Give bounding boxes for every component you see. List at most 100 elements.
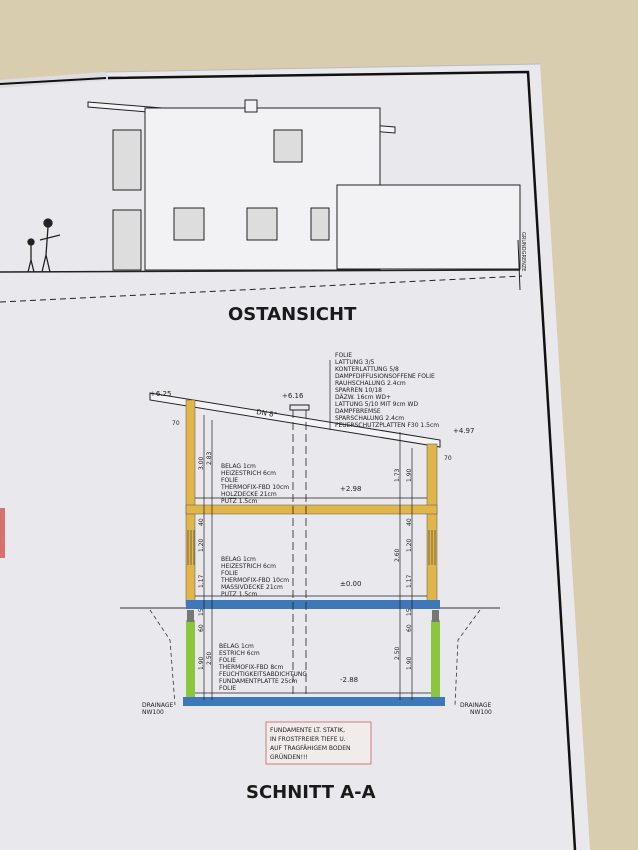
- level-label: -2.88: [340, 676, 358, 684]
- svg-text:2.50: 2.50: [394, 646, 401, 660]
- svg-text:NW100: NW100: [142, 709, 164, 716]
- svg-text:2.50: 2.50: [206, 651, 213, 665]
- svg-text:1.90: 1.90: [406, 656, 413, 670]
- svg-text:LATTUNG 3/5: LATTUNG 3/5: [335, 359, 375, 366]
- svg-text:15: 15: [198, 608, 205, 616]
- svg-text:15: 15: [406, 608, 413, 616]
- drainage-right-label: DRAINAGE NW100: [460, 702, 492, 716]
- svg-text:DRAINAGE: DRAINAGE: [142, 702, 174, 709]
- level-label: +2.98: [340, 485, 361, 493]
- svg-text:HEIZESTRICH 6cm: HEIZESTRICH 6cm: [221, 470, 276, 477]
- garage-block: [336, 184, 521, 270]
- svg-text:2.83: 2.83: [206, 451, 213, 465]
- svg-text:KONTERLATTUNG 5/8: KONTERLATTUNG 5/8: [335, 366, 399, 373]
- svg-text:AUF TRAGFÄHIGEM BODEN: AUF TRAGFÄHIGEM BODEN: [270, 745, 351, 752]
- window: [310, 207, 330, 241]
- boundary-line: [517, 239, 521, 291]
- svg-text:FEUERSCHUTZPLATTEN F30 1.5cm: FEUERSCHUTZPLATTEN F30 1.5cm: [335, 422, 439, 429]
- svg-text:DRAINAGE: DRAINAGE: [460, 702, 492, 709]
- svg-text:1.17: 1.17: [406, 574, 413, 588]
- svg-text:MASSIVDECKE 21cm: MASSIVDECKE 21cm: [221, 584, 283, 591]
- level-label: +6.25: [150, 390, 171, 398]
- svg-text:PUTZ 1.5cm: PUTZ 1.5cm: [221, 498, 258, 505]
- svg-text:PUTZ 1.5cm: PUTZ 1.5cm: [221, 591, 258, 598]
- scale-figures-icon: [27, 218, 61, 273]
- svg-text:BELAG 1cm: BELAG 1cm: [221, 556, 256, 563]
- ground-floor-build-up-note: BELAG 1cm HEIZESTRICH 6cm FOLIE THERMOFI…: [220, 556, 289, 598]
- svg-text:FEUCHTIGKEITSABDICHTUNG: FEUCHTIGKEITSABDICHTUNG: [219, 671, 307, 678]
- dimensions-left: 3.00 2.83 40 1.20 1.17 15 60 1.90 2.50 7…: [172, 420, 213, 670]
- svg-text:1.90: 1.90: [198, 656, 205, 670]
- svg-text:GRÜNDEN!!!: GRÜNDEN!!!: [270, 754, 308, 761]
- svg-text:FOLIE: FOLIE: [221, 570, 238, 577]
- chimney: [244, 99, 258, 113]
- svg-text:FOLIE: FOLIE: [219, 657, 236, 664]
- section-a-a: [120, 360, 500, 706]
- svg-text:DAMPFBREMSE: DAMPFBREMSE: [335, 408, 381, 415]
- svg-text:HOLZDECKE 21cm: HOLZDECKE 21cm: [221, 491, 277, 498]
- roof-build-up-note: FOLIE LATTUNG 3/5 KONTERLATTUNG 5/8 DAMP…: [335, 352, 439, 429]
- svg-text:SPARSCHALUNG 2.4cm: SPARSCHALUNG 2.4cm: [335, 415, 404, 422]
- svg-text:NW100: NW100: [470, 709, 492, 716]
- red-mark: [0, 508, 5, 558]
- drainage-left-label: DRAINAGE NW100: [142, 702, 174, 716]
- foundation-note-box: [265, 721, 372, 765]
- window: [273, 129, 303, 163]
- upper-floor-build-up-note: BELAG 1cm HEIZESTRICH 6cm FOLIE THERMOFI…: [220, 463, 289, 505]
- basement-wall-right: [431, 620, 440, 698]
- svg-text:70: 70: [444, 455, 452, 462]
- level-label: ±0.00: [340, 580, 361, 588]
- svg-text:1.20: 1.20: [198, 538, 205, 552]
- east-elevation: [0, 99, 523, 303]
- svg-text:40: 40: [406, 518, 413, 526]
- svg-text:1.73: 1.73: [394, 468, 401, 482]
- svg-text:2.60: 2.60: [394, 548, 401, 562]
- ground-line: [0, 269, 521, 273]
- svg-text:IN FROSTFREIER TIEFE U.: IN FROSTFREIER TIEFE U.: [270, 736, 346, 743]
- svg-text:RAUHSCHALUNG 2.4cm: RAUHSCHALUNG 2.4cm: [335, 380, 406, 387]
- window: [246, 207, 278, 241]
- roof-pitch: DN 8°: [256, 408, 278, 419]
- basement-wall-left: [186, 620, 195, 698]
- svg-text:FOLIE: FOLIE: [219, 685, 236, 692]
- upper-wall-right: [426, 443, 438, 605]
- upper-wall-left: [185, 399, 196, 606]
- svg-text:FOLIE: FOLIE: [221, 477, 238, 484]
- svg-text:THERMOFIX-FBD 10cm: THERMOFIX-FBD 10cm: [220, 484, 289, 491]
- svg-text:FUNDAMENTPLATTE 25cm: FUNDAMENTPLATTE 25cm: [219, 678, 298, 685]
- svg-text:BELAG 1cm: BELAG 1cm: [219, 643, 254, 650]
- svg-text:FUNDAMENTE LT. STATIK,: FUNDAMENTE LT. STATIK,: [270, 727, 345, 734]
- svg-text:FOLIE: FOLIE: [335, 352, 352, 359]
- svg-text:DAMPFDIFFUSIONSOFFENE FOLIE: DAMPFDIFFUSIONSOFFENE FOLIE: [335, 373, 435, 380]
- roof-slab: [149, 392, 441, 448]
- basement-build-up-note: BELAG 1cm ESTRICH 6cm FOLIE THERMOFIX-FB…: [218, 643, 307, 692]
- level-markers: +6.25 +6.16 +4.97 +2.98 ±0.00 -2.88: [150, 390, 474, 684]
- svg-text:1.90: 1.90: [406, 468, 413, 482]
- dimensions-right: 1.73 1.90 40 1.20 1.17 2.60 15 60 1.90 2…: [394, 455, 452, 670]
- svg-text:THERMOFIX-FBD 8cm: THERMOFIX-FBD 8cm: [218, 664, 283, 671]
- terrain-line: [0, 275, 523, 303]
- svg-text:BELAG 1cm: BELAG 1cm: [221, 463, 256, 470]
- level-label: +4.97: [453, 427, 474, 435]
- drawing-frame: [107, 70, 577, 850]
- ground-floor-slab: [186, 600, 440, 609]
- foundation-slab: [183, 697, 445, 706]
- svg-text:1.20: 1.20: [406, 538, 413, 552]
- svg-text:40: 40: [198, 518, 205, 526]
- elevation-title: OSTANSICHT: [228, 304, 357, 325]
- level-label: +6.16: [282, 392, 304, 400]
- svg-text:70: 70: [172, 420, 180, 427]
- boundary-label: GRUNDGRENZE: [520, 232, 526, 271]
- window: [173, 207, 205, 241]
- svg-text:HEIZESTRICH 6cm: HEIZESTRICH 6cm: [221, 563, 276, 570]
- svg-text:60: 60: [406, 624, 413, 632]
- foundation-note: FUNDAMENTE LT. STATIK, IN FROSTFREIER TI…: [270, 727, 351, 761]
- svg-text:THERMOFIX-FBD 10cm: THERMOFIX-FBD 10cm: [220, 577, 289, 584]
- section-title: SCHNITT A-A: [246, 782, 376, 803]
- svg-text:ESTRICH 6cm: ESTRICH 6cm: [219, 650, 260, 657]
- svg-text:LATTUNG 5/10 MIT 9cm WD: LATTUNG 5/10 MIT 9cm WD: [335, 401, 418, 408]
- svg-text:DÄZW. 16cm WD+: DÄZW. 16cm WD+: [335, 394, 391, 401]
- svg-text:1.17: 1.17: [198, 574, 205, 588]
- svg-text:60: 60: [198, 624, 205, 632]
